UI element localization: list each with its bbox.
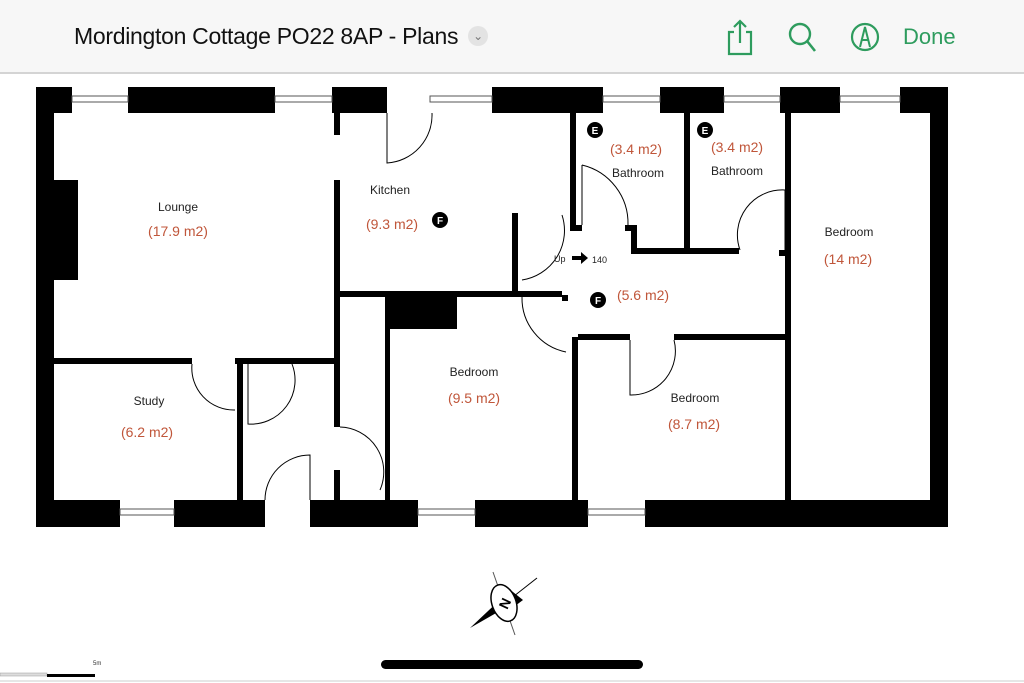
walls — [36, 87, 948, 527]
room-label-bedroom-small: Bedroom — [671, 391, 720, 405]
room-area-kitchen: (9.3 m2) — [366, 216, 418, 232]
stairs-up-label: Up — [554, 254, 566, 264]
svg-text:E: E — [592, 126, 599, 137]
room-area-bedroom-large: (14 m2) — [824, 251, 872, 267]
room-label-study: Study — [134, 394, 165, 408]
compass-icon: N — [470, 571, 538, 636]
room-label-bedroom-large: Bedroom — [825, 225, 874, 239]
marker-f-2: F — [590, 292, 606, 308]
room-label-kitchen: Kitchen — [370, 183, 410, 197]
home-indicator[interactable] — [381, 660, 643, 669]
stairs-arrow-icon — [572, 252, 588, 264]
chevron-down-icon[interactable]: ⌄ — [468, 26, 489, 46]
room-label-bathroom-1: Bathroom — [612, 166, 664, 180]
document-title: Mordington Cottage PO22 8AP - Plans — [74, 23, 459, 49]
room-label-bedroom-mid: Bedroom — [450, 365, 499, 379]
room-area-bedroom-mid: (9.5 m2) — [448, 390, 500, 406]
marker-f-1: F — [432, 212, 448, 228]
room-area-bathroom-1: (3.4 m2) — [610, 141, 662, 157]
search-icon[interactable] — [786, 18, 818, 56]
svg-text:F: F — [437, 216, 443, 227]
room-area-hall: (5.6 m2) — [617, 287, 669, 303]
scale-bar: 5m — [0, 661, 101, 677]
svg-text:E: E — [702, 126, 709, 137]
room-label-lounge: Lounge — [158, 200, 198, 214]
doors — [191, 112, 786, 501]
room-area-bathroom-2: (3.4 m2) — [711, 139, 763, 155]
room-area-bedroom-small: (8.7 m2) — [668, 416, 720, 432]
marker-e-2: E — [697, 122, 713, 138]
share-icon[interactable] — [724, 18, 756, 56]
room-area-lounge: (17.9 m2) — [148, 223, 208, 239]
marker-e-1: E — [587, 122, 603, 138]
svg-text:F: F — [595, 296, 601, 307]
svg-text:5m: 5m — [93, 661, 101, 667]
done-button[interactable]: Done — [903, 24, 956, 49]
markup-icon[interactable] — [849, 18, 881, 56]
windows — [71, 95, 901, 516]
stairs-number: 140 — [592, 255, 607, 265]
toolbar: Mordington Cottage PO22 8AP - Plans ⌄ Do… — [0, 0, 1024, 74]
room-area-study: (6.2 m2) — [121, 424, 173, 440]
floor-plan: Lounge (17.9 m2) Kitchen (9.3 m2) (3.4 m… — [0, 87, 1024, 682]
room-label-bathroom-2: Bathroom — [711, 164, 763, 178]
title-group: Mordington Cottage PO22 8AP - Plans ⌄ — [74, 22, 489, 50]
